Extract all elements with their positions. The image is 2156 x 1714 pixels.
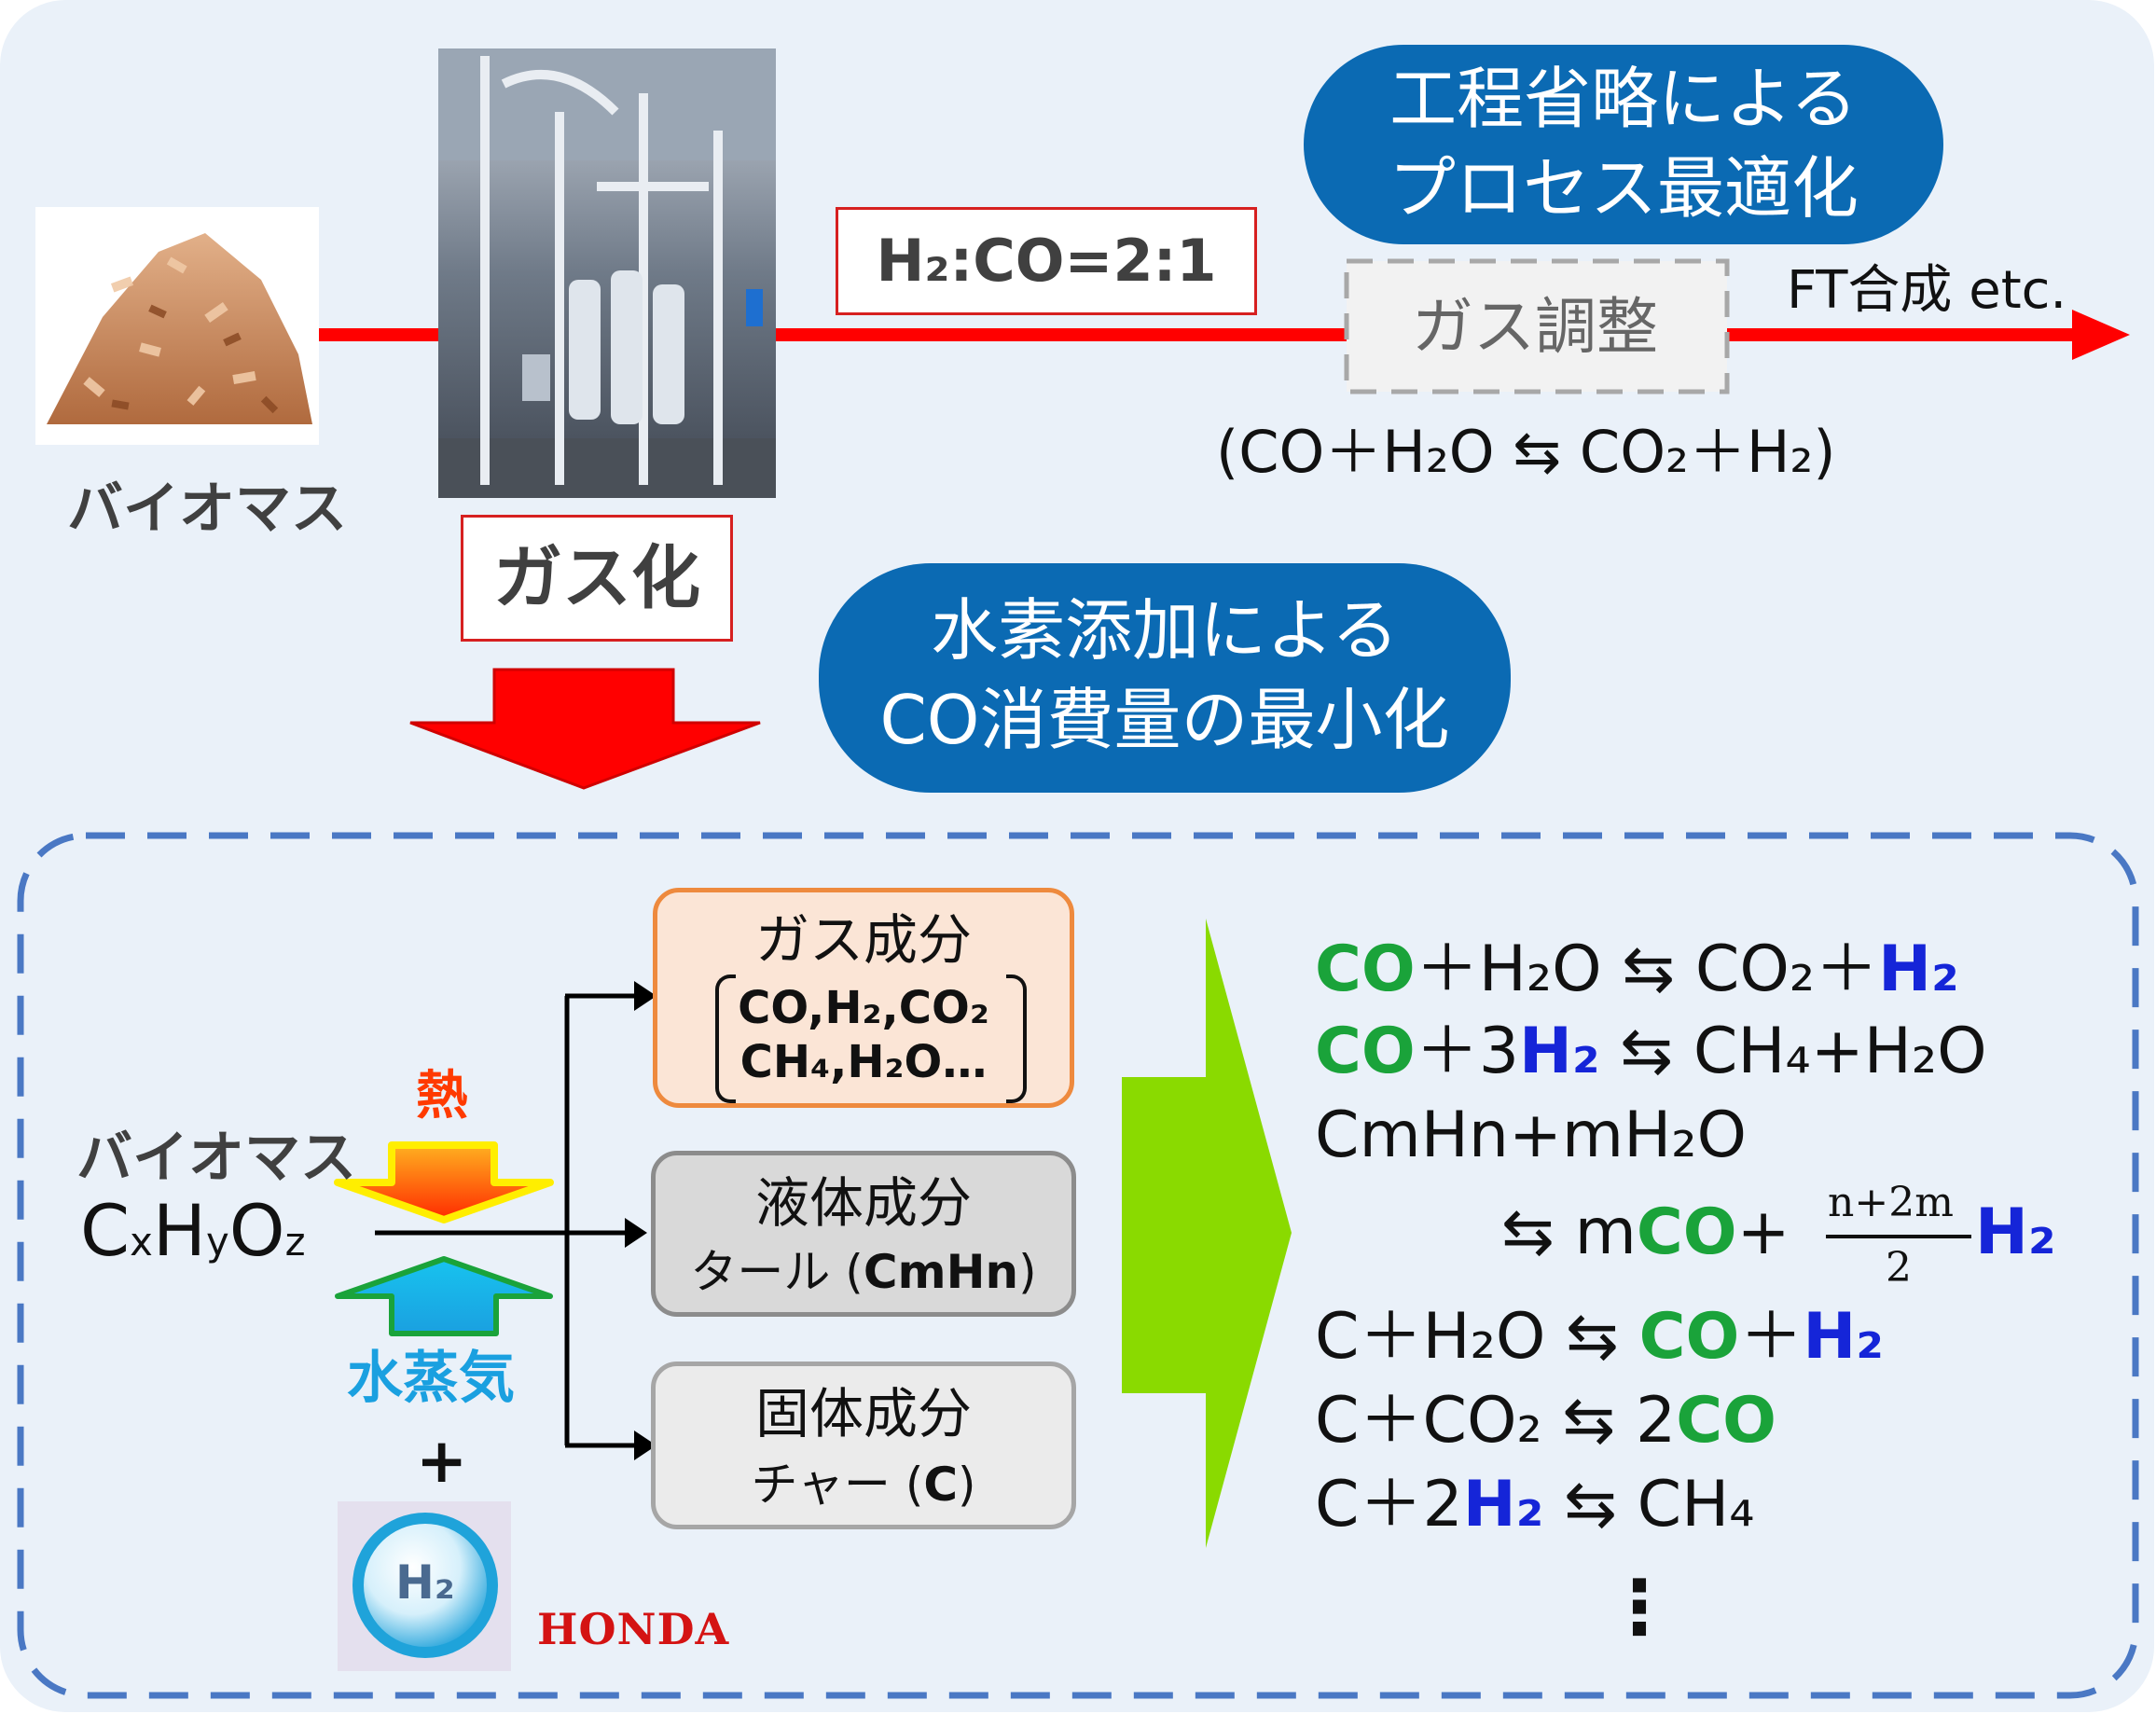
ft-synthesis-label: FT合成 etc. [1787,260,2067,321]
eq5-lhs: C＋H₂O ⇆ [1315,1300,1639,1374]
formula-x: x [130,1219,153,1265]
equation-2: CO＋3H₂ ⇆ CH₄+H₂O [1315,1020,1987,1084]
gas-box-line2: CH₄,H₂O… [739,1036,988,1088]
pill-co-minimization: 水素添加による CO消費量の最小化 [819,563,1511,793]
pill-top-line2: プロセス最適化 [1388,149,1859,228]
gas-component-box: ガス成分 CO,H₂,CO₂ CH₄,H₂O… [653,888,1074,1108]
biomass-formula: CxHyOz [80,1196,306,1266]
eq4-denominator: 2 [1886,1244,1912,1292]
gas-box-left-bracket [715,974,736,1103]
eq4-h2: H₂ [1975,1196,2056,1269]
gasification-label: ガス化 [461,515,733,642]
ratio-label: H₂:CO=2:1 [836,207,1257,315]
liquid-box-title: 液体成分 [754,1171,972,1235]
eq4-eq: ⇆ m [1501,1196,1637,1269]
down-arrow [409,668,761,790]
eq1-h2: H₂ [1878,933,1959,1006]
heat-arrow [334,1141,554,1223]
ratio-text: H₂:CO=2:1 [876,227,1217,295]
eq2-plus3: ＋3 [1415,1015,1519,1088]
steam-label: 水蒸気 [347,1346,515,1411]
liquid-component-box: 液体成分 タール (CmHn) [651,1151,1076,1317]
liquid-sub-suffix: ) [1018,1245,1037,1299]
gasifier-plant-picture [438,48,776,498]
arrow-to-gas [634,981,656,1011]
process-line-1 [317,328,443,341]
steam-arrow [335,1256,553,1336]
heat-label: 熱 [416,1066,468,1127]
eq7-h2: H₂ [1462,1468,1544,1541]
process-line-3 [1726,328,2075,341]
equation-7: C＋2H₂ ⇆ CH₄ [1315,1473,1755,1537]
plus-sign: + [416,1425,468,1497]
pill-top-line1: 工程省略による [1389,60,1858,138]
solid-sub-suffix: ) [958,1458,976,1512]
equation-3: CmHn+mH₂O [1315,1104,1747,1168]
wood-chips-picture [35,207,319,445]
solid-component-box: 固体成分 チャー (C) [651,1362,1076,1529]
solid-sub-prefix: チャー ( [751,1458,924,1512]
eq1-mid: ＋H₂O ⇆ CO₂＋ [1415,933,1879,1006]
process-line-2 [774,328,1350,341]
gasification-text: ガス化 [493,538,700,618]
eq5-h2: H₂ [1803,1300,1885,1374]
liquid-sub-prefix: タール ( [690,1245,864,1299]
gas-adjust-label: ガス調整 [1412,291,1658,363]
solid-sub-bold: C [923,1458,959,1512]
liquid-box-sub: タール (CmHn) [656,1249,1071,1295]
reaction-panel-border [17,832,2139,1699]
equation-4: ⇆ mCO+ [1501,1201,1790,1265]
process-arrowhead [2072,310,2130,360]
eq6-co: CO [1676,1384,1776,1458]
shift-reaction-text: (CO＋H₂O ⇆ CO₂＋H₂) [1216,418,1836,486]
pill-process-optimization: 工程省略による プロセス最適化 [1304,45,1943,244]
gas-box-title: ガス成分 [754,908,972,972]
arrow-to-solid [634,1431,656,1460]
green-arrow [1122,919,1292,1548]
formula-y: y [205,1219,229,1265]
gas-box-right-bracket [1006,974,1027,1103]
formula-o: O [228,1189,285,1272]
formula-h: H [152,1189,206,1272]
eq6-lhs: C＋CO₂ ⇆ 2 [1315,1384,1677,1458]
eq1-co: CO [1315,933,1416,1006]
continuation-dots: ⋮ [1602,1564,1677,1651]
eq2-co: CO [1315,1015,1416,1088]
biomass-label-bottom: バイオマス [76,1126,356,1191]
eq5-co: CO [1638,1300,1740,1374]
arrow-to-liquid [625,1218,647,1248]
eq7-rest: ⇆ CH₄ [1543,1468,1755,1541]
equation-5: C＋H₂O ⇆ CO＋H₂ [1315,1306,1884,1369]
eq2-h2: H₂ [1518,1015,1600,1088]
h2-badge-text: H₂ [395,1555,455,1610]
eq4-plus: + [1736,1196,1790,1269]
solid-box-title: 固体成分 [754,1382,972,1445]
gas-adjust-box [1344,258,1730,394]
formula-c: C [80,1189,131,1272]
eq5-plus: ＋ [1739,1300,1804,1374]
pill-mid-line1: 水素添加による [931,591,1399,670]
formula-z: z [284,1219,306,1265]
liquid-sub-bold: CmHn [863,1245,1019,1299]
eq7-lhs: C＋2 [1315,1468,1463,1541]
honda-logo: HONDA [537,1604,730,1654]
biomass-label-top: バイオマス [67,477,347,542]
equation-6: C＋CO₂ ⇆ 2CO [1315,1389,1776,1453]
gas-box-line1: CO,H₂,CO₂ [738,982,989,1034]
eq4-co: CO [1636,1196,1737,1269]
eq2-rest: ⇆ CH₄+H₂O [1599,1015,1987,1088]
eq4-numerator: n+2m [1828,1179,1954,1226]
solid-box-sub: チャー (C) [656,1461,1071,1508]
eq3-text: CmHn+mH₂O [1315,1099,1748,1172]
pill-mid-line2: CO消費量の最小化 [879,681,1450,759]
branch-connectors [375,993,634,1448]
equation-1: CO＋H₂O ⇆ CO₂＋H₂ [1315,938,1959,1002]
h2-badge-picture [338,1501,511,1671]
